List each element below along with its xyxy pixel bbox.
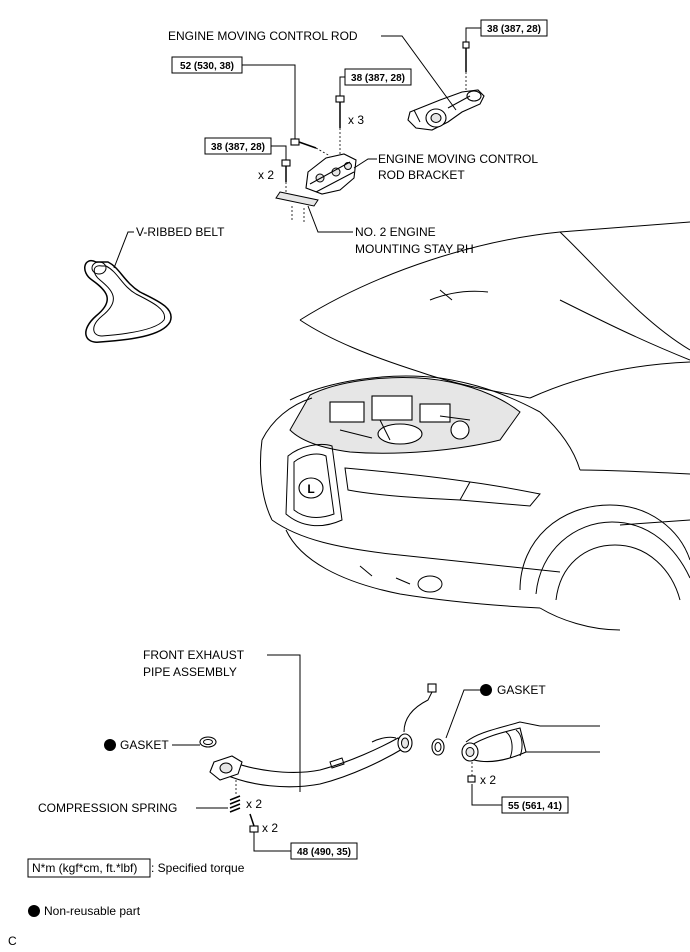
torque-bracket-bolts: 38 (387, 28)	[351, 73, 405, 84]
corner-mark: C	[8, 934, 17, 948]
rod-torque-callout: 38 (387, 28)	[465, 19, 548, 42]
label-rod-bracket-line1: ENGINE MOVING CONTROL	[378, 152, 538, 166]
qty-spring: x 2	[246, 797, 262, 811]
leader-exhaust	[267, 654, 301, 792]
torque-stay-bolts: 38 (387, 28)	[211, 142, 265, 153]
bracket-bolts-x3: x 3	[335, 95, 364, 160]
v-ribbed-belt	[84, 259, 172, 343]
rear-pipe-connection: x 2	[461, 721, 600, 787]
legend-nonreusable-dot	[28, 905, 40, 917]
gasket-left-part	[199, 736, 217, 748]
compression-spring-part: x 2	[229, 780, 262, 813]
legend: N*m (kgf*cm, ft.*lbf) : Specified torque…	[27, 858, 245, 918]
leader-rod	[381, 35, 457, 111]
engine-moving-control-rod-bracket	[305, 153, 357, 195]
torque-box-38-bracket: 38 (387, 28)	[339, 68, 412, 96]
engine-moving-control-rod	[407, 89, 485, 131]
label-front-exhaust-line2: PIPE ASSEMBLY	[143, 665, 237, 679]
leader-belt	[113, 231, 134, 269]
emblem-letter: L	[307, 482, 314, 496]
stay-bolts-x2: x 2	[258, 159, 291, 198]
qty-front-bolts: x 2	[262, 821, 278, 835]
qty-stay-bolts: x 2	[258, 168, 274, 182]
nonreusable-dot-right	[480, 684, 492, 696]
label-gasket-right: GASKET	[497, 683, 546, 697]
leader-bracket	[353, 158, 377, 169]
rod-bolt	[462, 41, 470, 92]
gasket-right-part	[431, 738, 445, 756]
front-exhaust-pipe-assembly	[209, 683, 437, 788]
legend-torque-units: N*m (kgf*cm, ft.*lbf)	[32, 861, 137, 875]
legend-nonreusable-text: Non-reusable part	[44, 904, 141, 918]
front-flange-bolts: x 2	[249, 813, 278, 835]
no2-engine-mounting-stay-rh	[275, 191, 319, 224]
torque-box-55: 55 (561, 41)	[471, 784, 569, 814]
vehicle-front-view: L	[260, 221, 690, 631]
torque-box-38-stay: 38 (387, 28)	[204, 137, 287, 160]
torque-bracket-bolt-a: 52 (530, 38)	[180, 61, 234, 72]
nonreusable-dot-left	[104, 739, 116, 751]
qty-rear-nuts: x 2	[480, 773, 496, 787]
torque-box-52: 52 (530, 38)	[171, 56, 296, 139]
qty-bracket-bolts: x 3	[348, 113, 364, 127]
label-stay-line2: MOUNTING STAY RH	[355, 242, 474, 256]
torque-rear-nuts: 55 (561, 41)	[508, 801, 562, 812]
label-stay-line1: NO. 2 ENGINE	[355, 225, 436, 239]
legend-torque-text: : Specified torque	[151, 861, 245, 875]
label-rod-bracket-line2: ROD BRACKET	[378, 168, 465, 182]
torque-box-48: 48 (490, 35)	[253, 832, 358, 860]
torque-rod-bolt: 38 (387, 28)	[487, 24, 541, 35]
label-gasket-left: GASKET	[120, 738, 169, 752]
label-compression-spring: COMPRESSION SPRING	[38, 801, 177, 815]
leader-gasket-right	[445, 689, 480, 739]
bracket-bolt-a	[290, 138, 331, 157]
leader-stay	[307, 205, 353, 233]
torque-front-bolts: 48 (490, 35)	[297, 847, 351, 858]
label-engine-moving-control-rod: ENGINE MOVING CONTROL ROD	[168, 29, 358, 43]
label-v-ribbed-belt: V-RIBBED BELT	[136, 225, 225, 239]
label-front-exhaust-line1: FRONT EXHAUST	[143, 648, 245, 662]
legend-torque-box	[27, 858, 151, 878]
